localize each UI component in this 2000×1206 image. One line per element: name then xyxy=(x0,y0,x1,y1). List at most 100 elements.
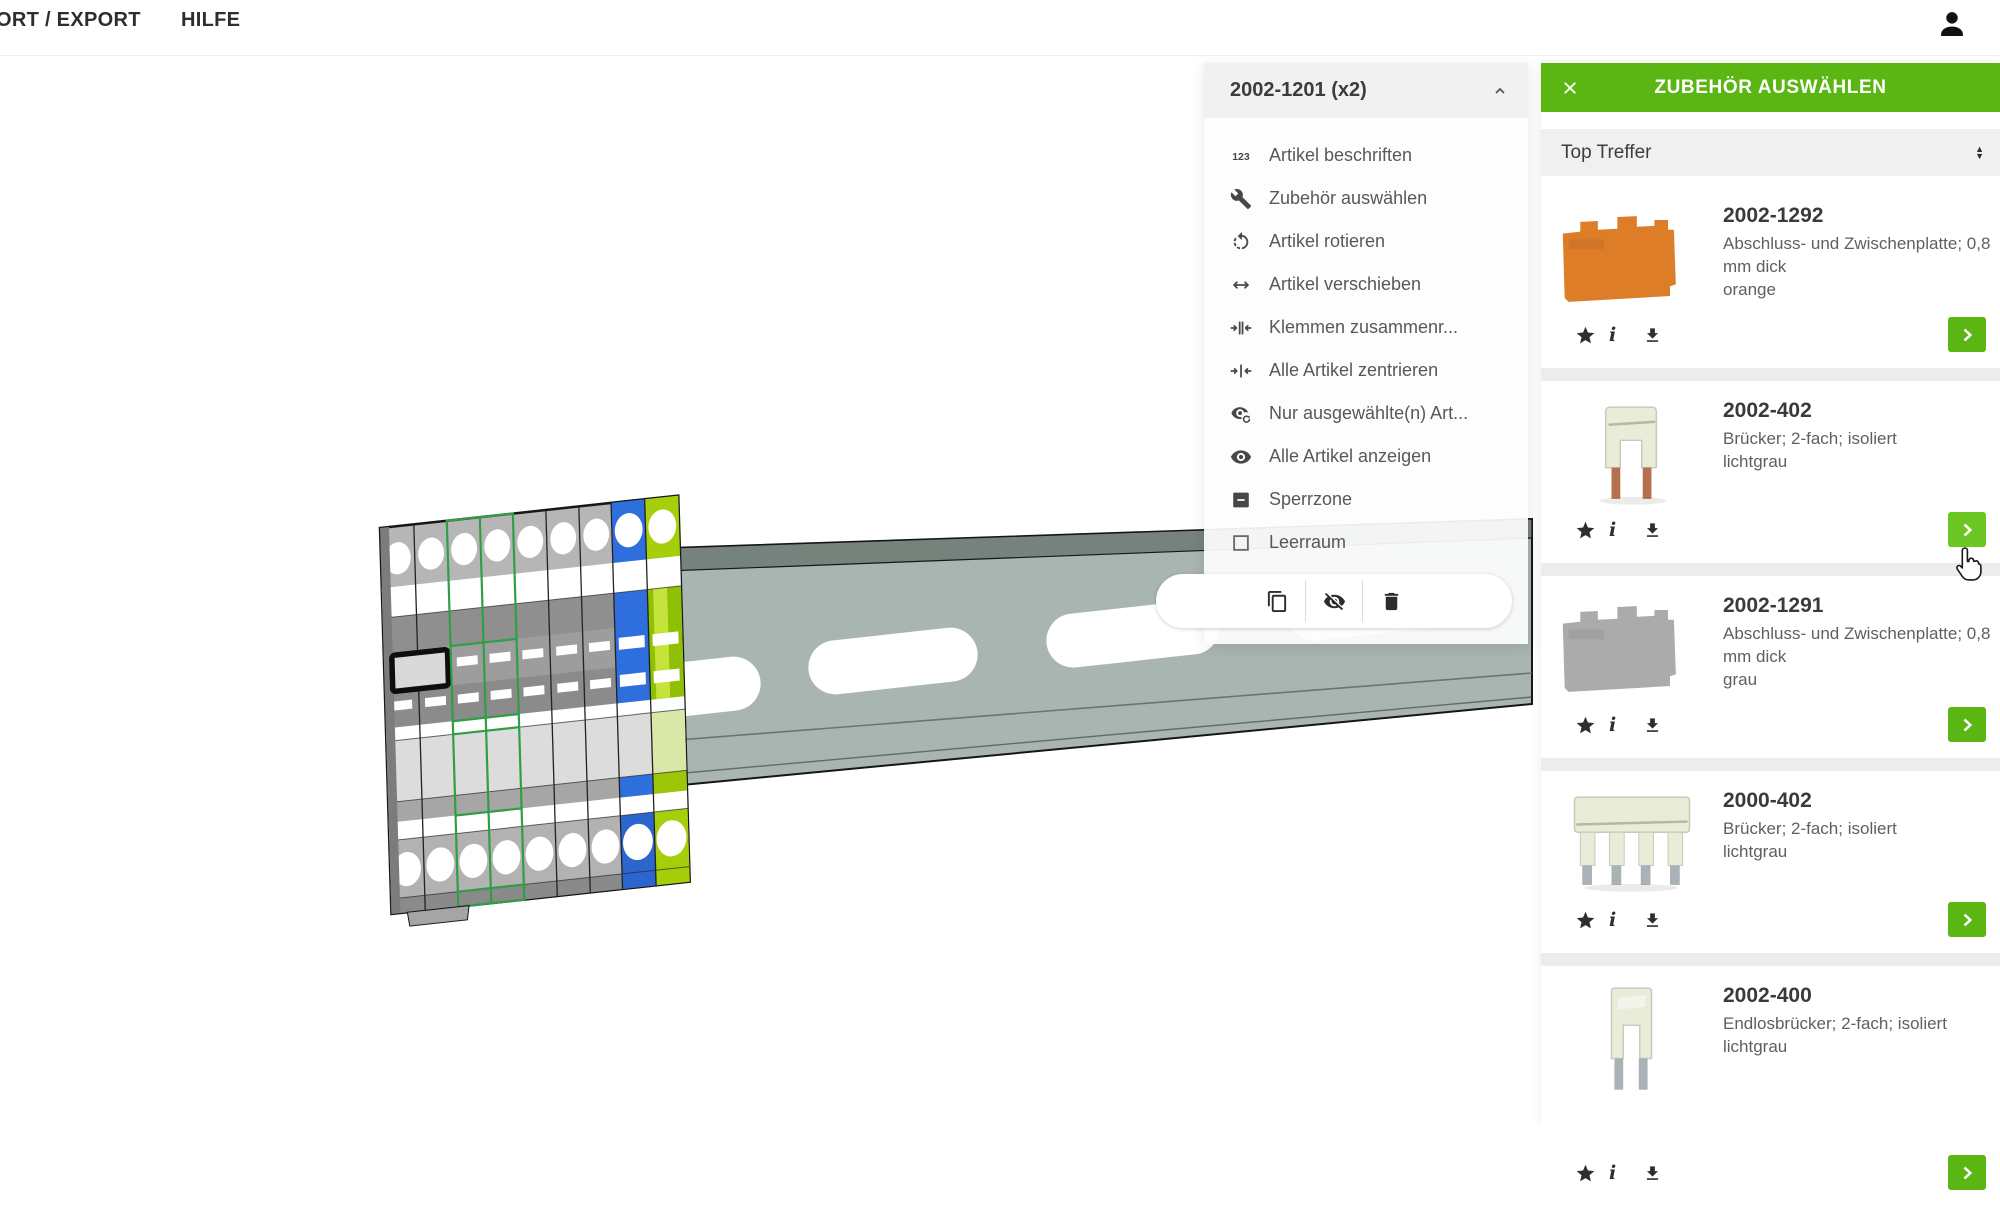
favorite-star-icon[interactable] xyxy=(1575,520,1609,541)
toolbar-pill xyxy=(1156,574,1512,628)
chevron-right-icon xyxy=(1957,910,1977,930)
context-menu-item[interactable]: Artikel beschriften xyxy=(1204,134,1528,177)
menu-item-icon xyxy=(1228,401,1254,427)
product-description: Abschluss- und Zwischenplatte; 0,8 mm di… xyxy=(1723,234,1991,276)
toolbar-action-icon xyxy=(1266,590,1289,613)
chevron-right-icon xyxy=(1957,715,1977,735)
product-description: Brücker; 2-fach; isoliert xyxy=(1723,819,1897,838)
menu-item-label: Artikel verschieben xyxy=(1269,274,1422,294)
user-account-button[interactable] xyxy=(1932,4,1972,44)
menu-item-label: Artikel rotieren xyxy=(1269,231,1386,251)
context-menu-item[interactable]: Klemmen zusammenr... xyxy=(1204,306,1528,349)
add-accessory-button[interactable] xyxy=(1948,1155,1986,1190)
selection-outline xyxy=(445,512,526,908)
info-icon[interactable]: i xyxy=(1609,324,1617,346)
context-menu-item[interactable]: Nur ausgewählte(n) Art... xyxy=(1204,392,1528,435)
menu-item-label: Alle Artikel anzeigen xyxy=(1269,446,1432,466)
menu-import-export[interactable]: ORT / EXPORT xyxy=(0,9,141,31)
toolbar-action-button[interactable] xyxy=(1249,580,1305,622)
close-icon xyxy=(1561,79,1579,97)
download-icon[interactable] xyxy=(1643,521,1677,540)
product-card: 2002-400 Endlosbrücker; 2-fach; isoliert… xyxy=(1541,953,2000,1206)
menu-item-label: Sperrzone xyxy=(1269,489,1353,509)
article-context-menu: 2002-1201 (x2) Artikel beschriften Zubeh… xyxy=(1156,63,1528,644)
context-menu-item[interactable]: Alle Artikel zentrieren xyxy=(1204,349,1528,392)
context-menu-item[interactable]: Artikel rotieren xyxy=(1204,220,1528,263)
product-description: Endlosbrücker; 2-fach; isoliert xyxy=(1723,1014,1947,1033)
toolbar-action-button[interactable] xyxy=(1362,580,1419,622)
menu-item-icon xyxy=(1228,530,1254,556)
download-icon[interactable] xyxy=(1643,326,1677,345)
menu-item-icon xyxy=(1228,487,1254,513)
menu-item-icon xyxy=(1228,315,1254,341)
context-menu-item[interactable]: Artikel verschieben xyxy=(1204,263,1528,306)
context-menu-header[interactable]: 2002-1201 (x2) xyxy=(1204,63,1528,118)
add-accessory-button[interactable] xyxy=(1948,902,1986,937)
chevron-right-icon xyxy=(1957,520,1977,540)
product-id: 2000-402 xyxy=(1723,789,1812,812)
product-description: Abschluss- und Zwischenplatte; 0,8 mm di… xyxy=(1723,624,1991,666)
menu-item-icon xyxy=(1228,444,1254,470)
info-icon[interactable]: i xyxy=(1609,1162,1617,1184)
close-panel-button[interactable] xyxy=(1557,75,1583,101)
chevron-right-icon xyxy=(1957,325,1977,345)
info-icon[interactable]: i xyxy=(1609,909,1617,931)
menu-item-label: Leerraum xyxy=(1269,532,1347,552)
info-icon[interactable]: i xyxy=(1609,714,1617,736)
menu-item-icon xyxy=(1228,186,1254,212)
product-color-name: lichtgrau xyxy=(1723,451,1788,471)
accessory-panel: ZUBEHÖR AUSWÄHLEN Top Treffer ▲▼ 2002-12… xyxy=(1541,63,2000,1206)
add-accessory-button[interactable] xyxy=(1948,512,1986,547)
menu-item-label: Nur ausgewählte(n) Art... xyxy=(1269,403,1469,423)
product-color-name: lichtgrau xyxy=(1723,841,1788,861)
product-id: 2002-402 xyxy=(1723,399,1812,422)
menu-item-label: Artikel beschriften xyxy=(1269,145,1413,165)
product-color-name: grau xyxy=(1723,669,1758,689)
marker-label xyxy=(389,646,452,695)
context-menu-toolbar xyxy=(1156,564,1528,644)
favorite-star-icon[interactable] xyxy=(1575,325,1609,346)
product-image xyxy=(1553,978,1709,1098)
product-list: 2002-1292 Abschluss- und Zwischenplatte;… xyxy=(1541,186,2000,1206)
person-icon xyxy=(1936,8,1968,40)
chevron-right-icon xyxy=(1957,1163,1977,1183)
accessory-panel-header: ZUBEHÖR AUSWÄHLEN xyxy=(1541,63,2000,112)
product-image xyxy=(1553,783,1709,903)
menu-item-label: Klemmen zusammenr... xyxy=(1269,317,1459,337)
add-accessory-button[interactable] xyxy=(1948,707,1986,742)
favorite-star-icon[interactable] xyxy=(1575,715,1609,736)
favorite-star-icon[interactable] xyxy=(1575,1163,1609,1184)
context-menu-item[interactable]: Alle Artikel anzeigen xyxy=(1204,435,1528,478)
menu-item-icon xyxy=(1228,272,1254,298)
info-icon[interactable]: i xyxy=(1609,519,1617,541)
context-menu-item[interactable]: Zubehör auswählen xyxy=(1204,177,1528,220)
download-icon[interactable] xyxy=(1643,1164,1677,1183)
product-card: 2002-1291 Abschluss- und Zwischenplatte;… xyxy=(1541,563,2000,758)
product-card: 2002-1292 Abschluss- und Zwischenplatte;… xyxy=(1541,186,2000,368)
favorite-star-icon[interactable] xyxy=(1575,910,1609,931)
context-menu-item[interactable]: Sperrzone xyxy=(1204,478,1528,521)
product-image xyxy=(1553,198,1709,318)
product-color-name: orange xyxy=(1723,279,1776,299)
product-id: 2002-400 xyxy=(1723,984,1812,1007)
terminal-block-assembly[interactable] xyxy=(378,494,691,928)
sort-label: Top Treffer xyxy=(1561,141,1652,163)
menu-item-icon xyxy=(1228,229,1254,255)
product-card: 2000-402 Brücker; 2-fach; isoliert licht… xyxy=(1541,758,2000,953)
selected-article-title: 2002-1201 (x2) xyxy=(1230,79,1367,101)
product-color-name: lichtgrau xyxy=(1723,1036,1788,1056)
menu-item-icon xyxy=(1228,143,1254,169)
menu-item-label: Zubehör auswählen xyxy=(1269,188,1428,208)
download-icon[interactable] xyxy=(1643,911,1677,930)
menu-help[interactable]: HILFE xyxy=(181,9,241,31)
product-image xyxy=(1553,588,1709,708)
download-icon[interactable] xyxy=(1643,716,1677,735)
add-accessory-button[interactable] xyxy=(1948,317,1986,352)
context-menu-body: Artikel beschriften Zubehör auswählen Ar… xyxy=(1156,118,1528,644)
product-id: 2002-1292 xyxy=(1723,204,1824,227)
top-menubar: ORT / EXPORT HILFE xyxy=(0,0,2000,56)
chevron-up-icon[interactable] xyxy=(1492,83,1508,99)
toolbar-action-button[interactable] xyxy=(1305,580,1362,622)
context-menu-item[interactable]: Leerraum xyxy=(1204,521,1528,564)
sort-dropdown[interactable]: Top Treffer ▲▼ xyxy=(1541,129,2000,176)
